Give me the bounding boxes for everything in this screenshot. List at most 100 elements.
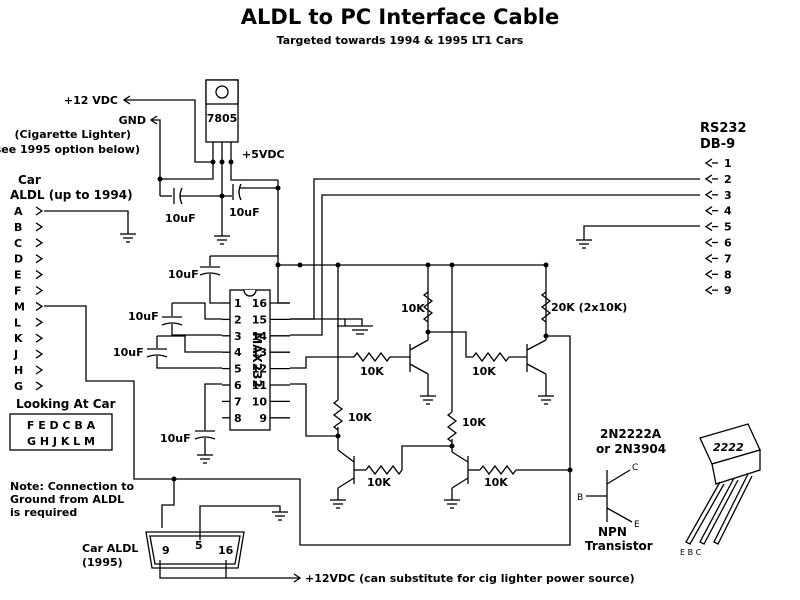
aldl-pin-label: C: [14, 237, 22, 250]
aldl-pin-marker: [35, 317, 44, 327]
npn-pin-b: B: [577, 493, 583, 503]
package-label: 2222: [713, 441, 744, 454]
aldl-pin-marker: [35, 349, 44, 359]
cig-lighter-label: (Cigarette Lighter): [14, 128, 131, 141]
aldl-face-box: [9, 413, 113, 451]
aldl-title-2: ALDL (up to 1994): [10, 188, 133, 202]
rs232-pin-label: 6: [724, 237, 732, 250]
chip-right-pin-label: 9: [259, 412, 267, 425]
chip-right-pin-label: 11: [252, 379, 267, 392]
r5-label: 10K: [367, 476, 391, 489]
rs232-pin-label: 9: [724, 284, 732, 297]
aldl-pin-marker: [35, 301, 44, 311]
aldl-pin-label: M: [14, 300, 25, 313]
aldl-pin-label: B: [14, 221, 22, 234]
looking-at-car-label: Looking At Car: [16, 397, 116, 411]
aldl-pin-label: A: [14, 205, 23, 218]
rs232-pin-marker: [704, 269, 713, 279]
aldl-pin-label: D: [14, 253, 23, 266]
chip-name: MAX232: [250, 332, 264, 388]
rs232-pin-marker: [704, 237, 713, 248]
aldl-pin-marker: [35, 222, 44, 232]
chip-right-pin-label: 15: [252, 313, 267, 326]
regulator-label: 7805: [207, 112, 238, 125]
aldl-pin-label: F: [14, 285, 22, 298]
cap5-label: 10uF: [113, 346, 144, 359]
chip-left-pin-label: 1: [234, 297, 242, 310]
cap4-label: 10uF: [128, 310, 159, 323]
aldl-pin-marker: [35, 238, 44, 248]
chip-right-pin-label: 16: [252, 297, 268, 310]
obd-12v-note: +12VDC (can substitute for cig lighter p…: [305, 572, 635, 585]
rs232-pin-marker: [704, 253, 713, 263]
chip-wiring: 10uF 10uF 10uF 10uF 10K: [113, 255, 627, 546]
npn-label-2: Transistor: [585, 539, 653, 553]
obd-connector: Car ALDL (1995) 9 5 16 +12VDC (can subst…: [82, 476, 635, 585]
aldl-pin-label: L: [14, 316, 21, 329]
chip-left-pin-label: 5: [234, 363, 242, 376]
aldl-pin-marker: [35, 365, 44, 375]
transistor-type-1: 2N2222A: [600, 427, 662, 441]
cap6-label: 10uF: [160, 432, 191, 445]
chip-left-pin-label: 4: [234, 346, 242, 359]
power-section: +12 VDC GND (Cigarette Lighter) (see 199…: [0, 79, 285, 265]
rs232-pin-marker: [704, 174, 713, 184]
chip-right-pin-label: 12: [252, 363, 267, 376]
rs232-pin-label: 1: [724, 157, 732, 170]
r2-label: 10K: [401, 302, 425, 315]
rs232-pin-label: 3: [724, 189, 732, 202]
chip-left-pin-label: 3: [234, 330, 242, 343]
page-title: ALDL to PC Interface Cable: [241, 5, 559, 29]
obd-pin5: 5: [195, 539, 203, 552]
transistor-type-2: or 2N3904: [596, 442, 666, 456]
chip-left-pin-label: 6: [234, 379, 242, 392]
npn-pin-c: C: [632, 463, 638, 473]
aldl-pin-label: K: [14, 332, 23, 345]
rs232-pin-marker: [704, 222, 713, 232]
r7-label: 10K: [484, 476, 508, 489]
aldl-pin-marker: [35, 254, 44, 264]
aldl-face-row1: F E D C B A: [27, 419, 96, 432]
chip-left-pin-label: 7: [234, 395, 242, 408]
plus12-arrow: [122, 95, 131, 105]
aldl-pin-label: E: [14, 269, 22, 282]
r6-label: 10K: [462, 416, 486, 429]
rs232-pin-marker: [704, 158, 713, 168]
plus12-wire: [124, 99, 196, 110]
package-pins: E B C: [680, 548, 702, 557]
aldl-pin-marker: [35, 285, 44, 296]
r1-label: 10K: [360, 365, 384, 378]
aldl-pin-marker: [35, 381, 44, 391]
plus5-label: +5VDC: [242, 148, 285, 161]
gnd-wire: [152, 119, 161, 179]
obd-label-2: (1995): [82, 556, 123, 569]
see-option-label: (see 1995 option below): [0, 143, 140, 156]
rs232-pin-marker: [704, 190, 713, 200]
aldl-pin-label: G: [14, 380, 23, 393]
aldl-pin-marker: [35, 270, 44, 280]
aldl-title-1: Car: [18, 173, 41, 187]
chip-right-pin-label: 13: [252, 346, 267, 359]
r20k-label: 20K (2x10K): [551, 301, 627, 314]
rs232-pin-label: 5: [724, 221, 732, 234]
obd-label-1: Car ALDL: [82, 542, 138, 555]
cap1-label: 10uF: [165, 212, 196, 225]
rs232-pin-label: 2: [724, 173, 732, 186]
chip-right-pin-label: 10: [252, 395, 268, 408]
aldl-face-row2: G H J K L M: [27, 435, 95, 448]
npn-label-1: NPN: [598, 525, 627, 539]
cap3-label: 10uF: [168, 268, 199, 281]
note-line2: Ground from ALDL: [10, 493, 124, 506]
rs232-pin-marker: [704, 285, 713, 295]
chip-right-pin-label: 14: [252, 330, 268, 343]
r4-label: 10K: [348, 411, 372, 424]
obd-pin9: 9: [162, 544, 170, 557]
aldl-pin-label: H: [14, 364, 23, 377]
obd-pin16: 16: [218, 544, 234, 557]
